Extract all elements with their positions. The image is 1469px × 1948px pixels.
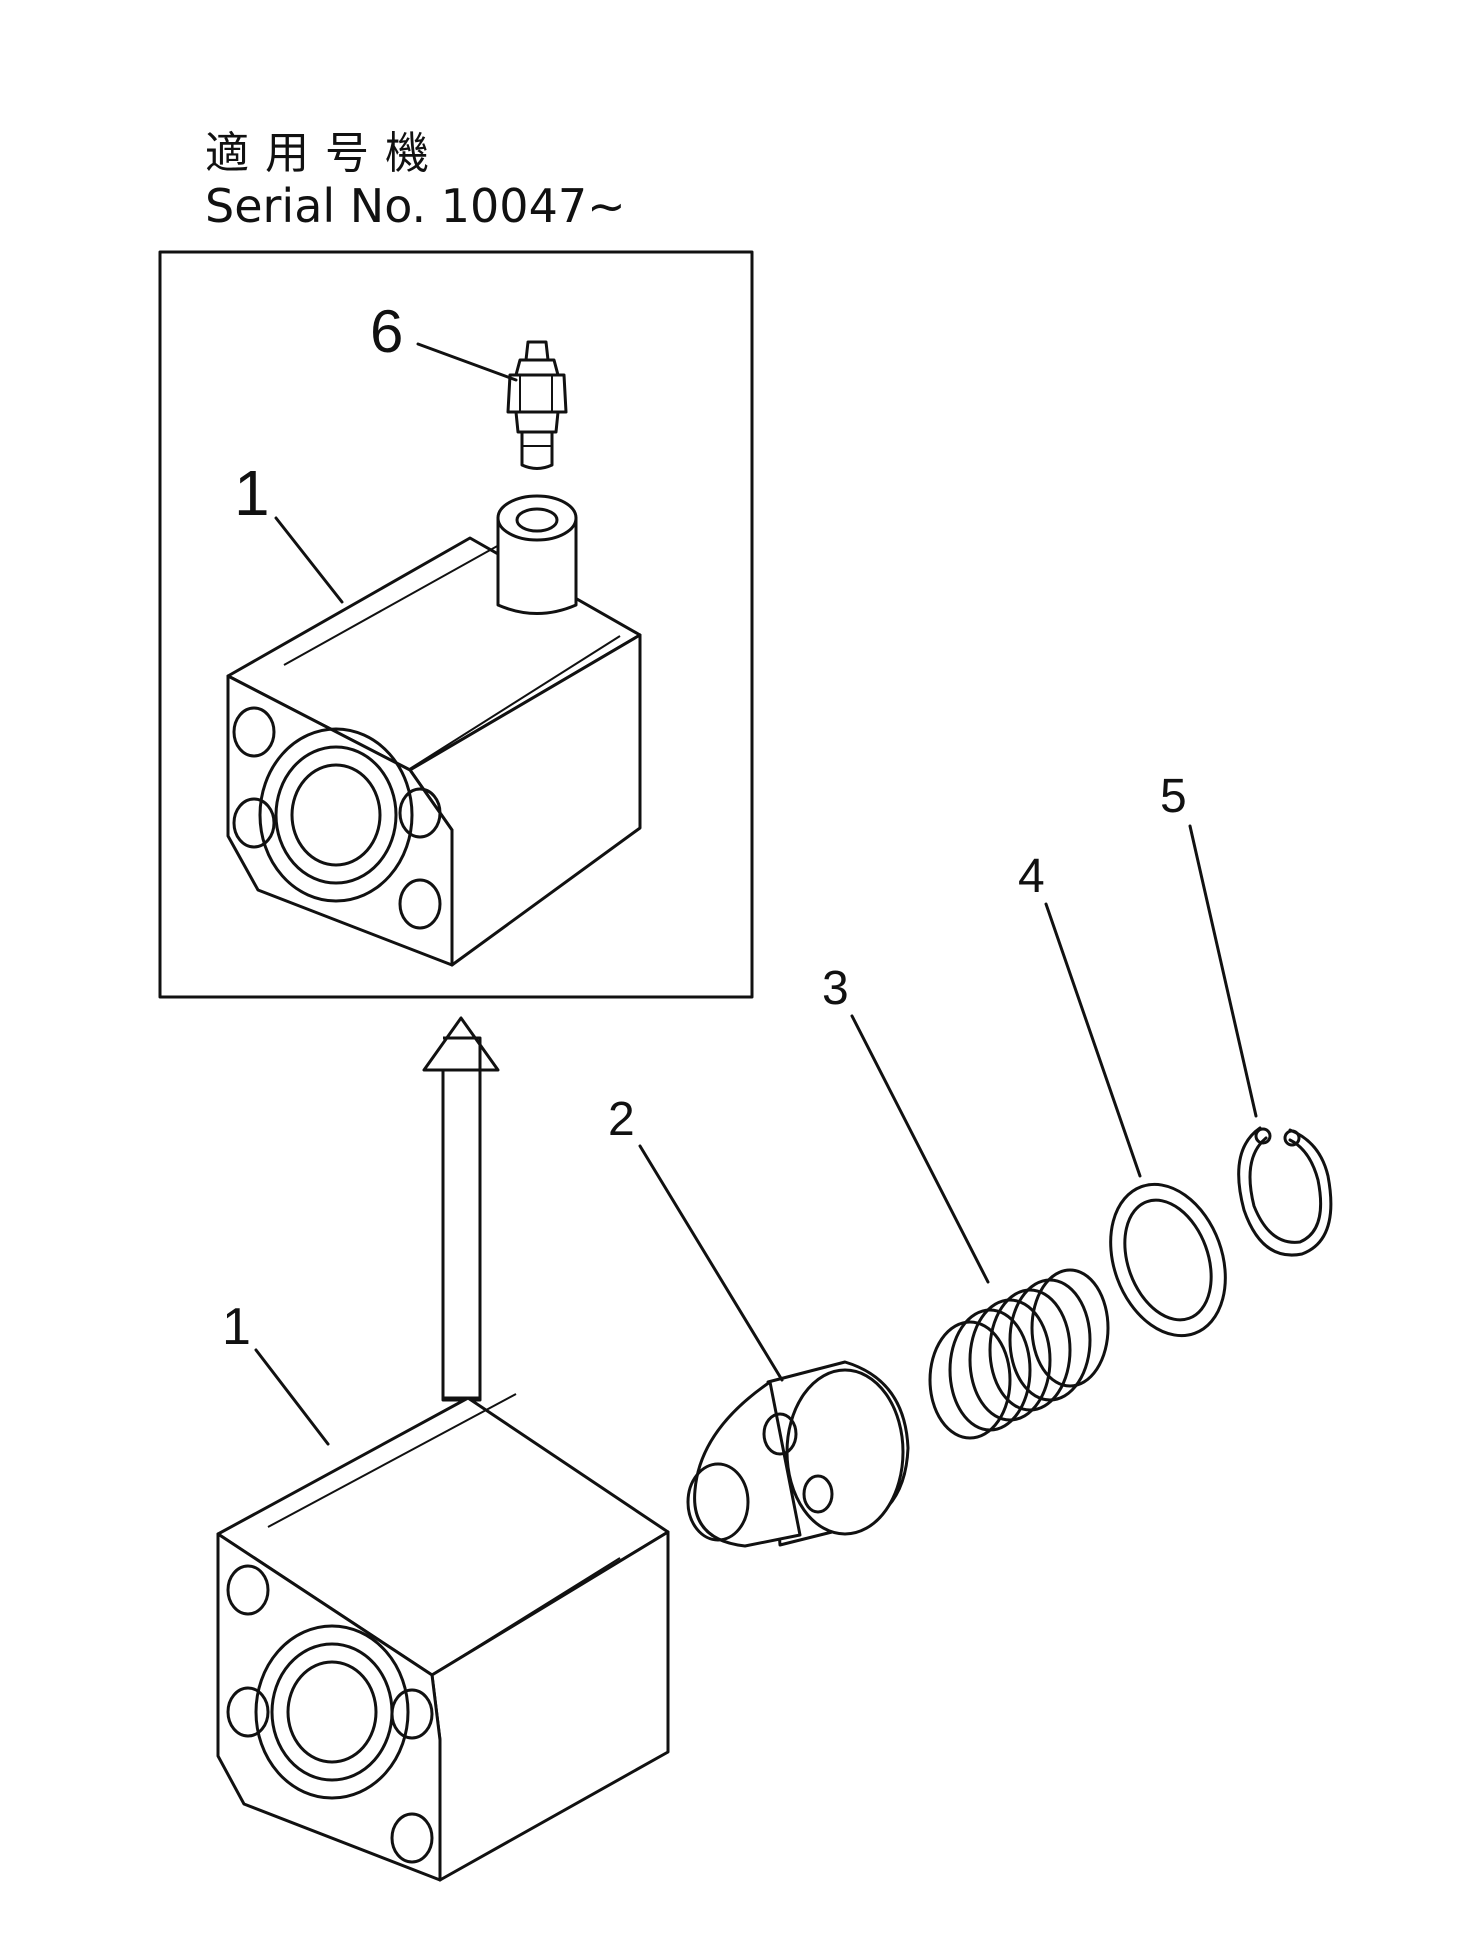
callout-3: 3	[822, 962, 849, 1015]
leader-3	[850, 1014, 990, 1284]
inset-frame	[158, 250, 754, 999]
grease-fitting	[506, 340, 568, 470]
callout-6: 6	[370, 298, 403, 365]
leader-4	[1044, 902, 1142, 1178]
upgrade-arrow-shaft	[441, 1068, 482, 1400]
callout-4: 4	[1018, 850, 1045, 903]
spring	[928, 1268, 1110, 1440]
leader-1-inset	[274, 516, 344, 604]
leader-6	[416, 342, 518, 382]
inset-valve-body	[226, 494, 642, 967]
leader-2	[638, 1144, 784, 1382]
leader-1-main	[254, 1348, 330, 1446]
snap-ring	[1237, 1126, 1333, 1257]
applicable-model-label: 適用号機	[205, 128, 445, 179]
callout-5: 5	[1160, 770, 1187, 823]
callout-2: 2	[608, 1093, 635, 1146]
poppet	[686, 1360, 910, 1548]
washer-ring	[1109, 1182, 1227, 1338]
main-valve-body	[216, 1393, 670, 1882]
serial-number-label: Serial No. 10047~	[205, 179, 626, 233]
callout-1-main: 1	[222, 1298, 251, 1356]
callout-1-inset: 1	[234, 457, 270, 529]
leader-5	[1188, 824, 1258, 1118]
